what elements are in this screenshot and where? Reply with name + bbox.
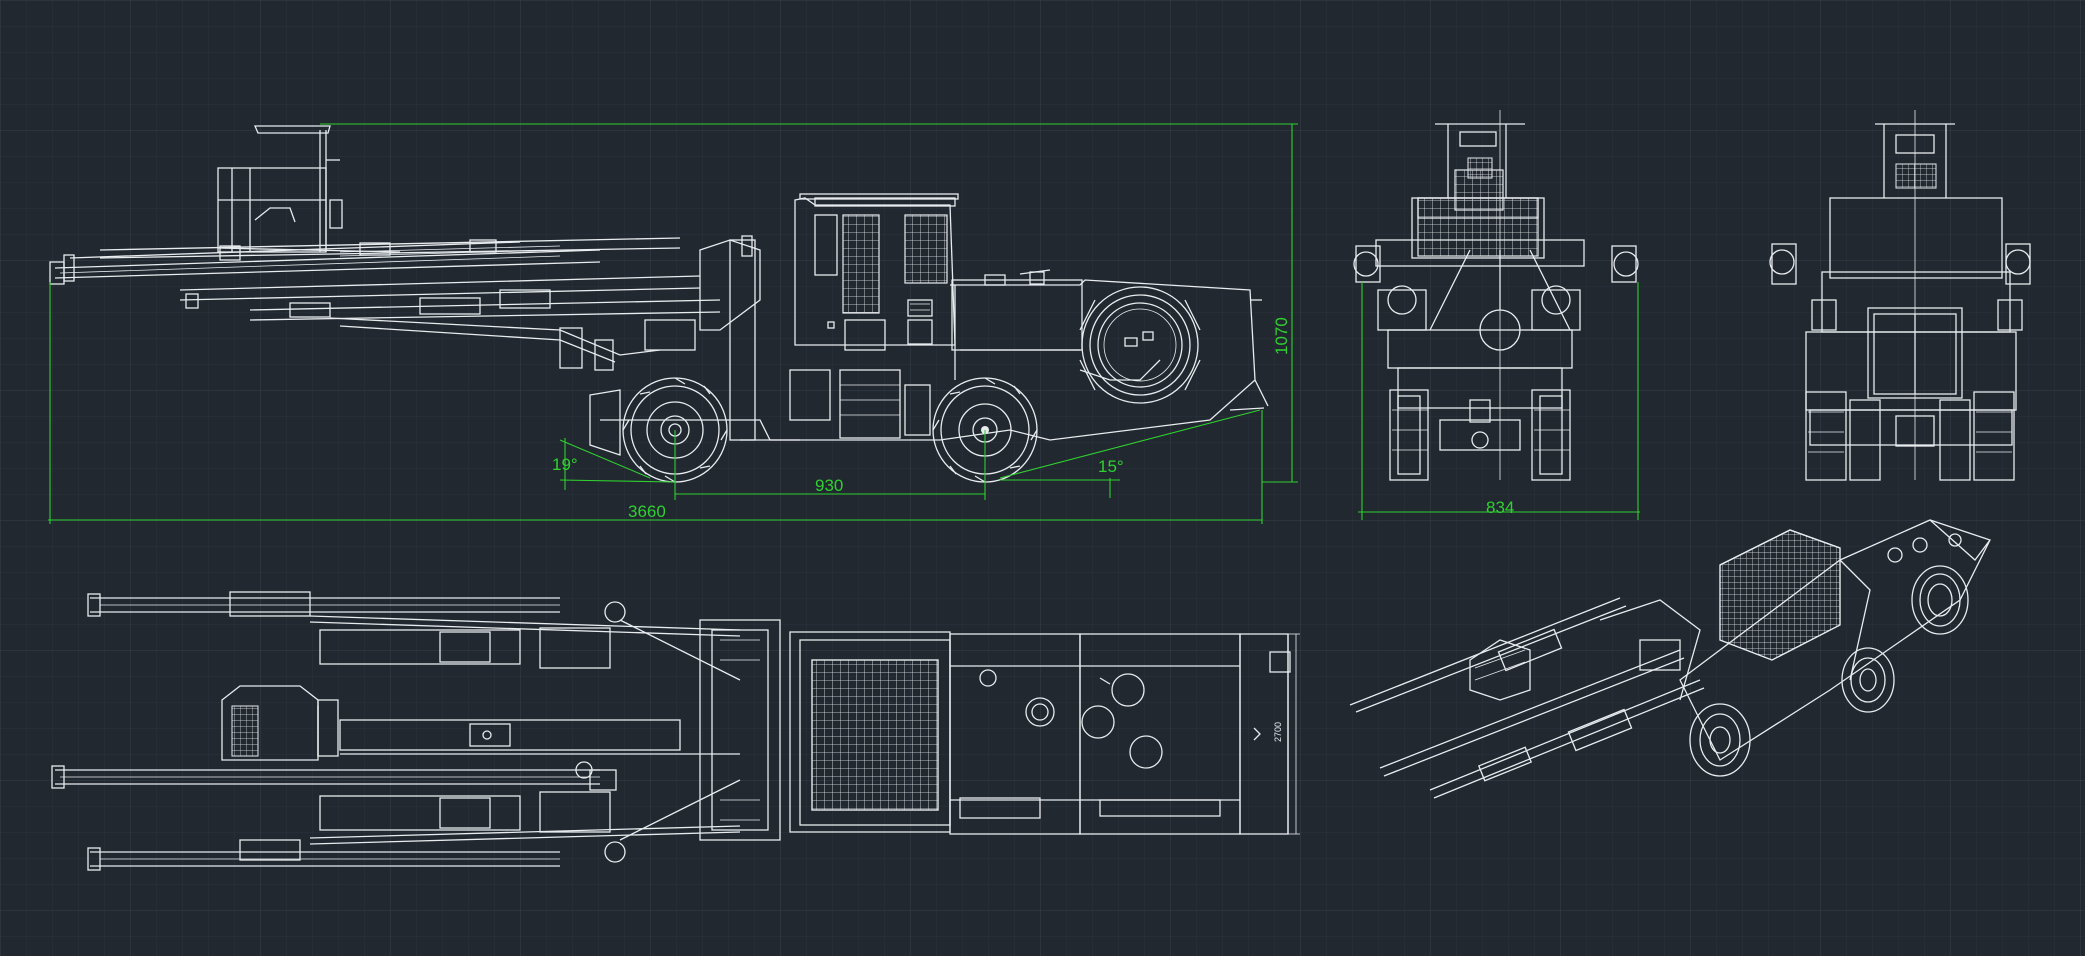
side-view: 3660 930 1070 19° 15°: [48, 123, 1298, 524]
dim-height: 1070: [1272, 317, 1291, 355]
rear-view: [1769, 110, 2031, 481]
side-view-dimensions: [48, 123, 1298, 524]
isometric-booms: [1349, 597, 1705, 799]
dim-width: 834: [1486, 498, 1514, 517]
dim-approach-angle: 19°: [552, 455, 578, 474]
plan-view-upper-boom: [87, 591, 741, 681]
plan-view-basket: [221, 685, 339, 761]
isometric-rear-wheel: [1841, 647, 1895, 713]
front-view: 834: [1353, 110, 1640, 520]
side-view-front-wheel: [622, 377, 728, 483]
plan-width-label: 2700: [1273, 722, 1283, 742]
plan-view-middle-boom: [51, 719, 740, 791]
dim-wheelbase: 930: [815, 476, 843, 495]
isometric-front-wheel: [1689, 703, 1751, 777]
side-view-cable-reel: [1079, 286, 1201, 404]
dim-overall-length: 3660: [628, 502, 666, 521]
side-view-work-basket: [217, 125, 401, 253]
plan-view: 2700: [51, 591, 1300, 871]
side-view-chassis: [600, 269, 1269, 441]
side-view-cabin: [794, 193, 959, 351]
plan-view-lower-boom: [87, 779, 741, 871]
dim-departure-angle: 15°: [1098, 457, 1124, 476]
side-view-booms: [49, 235, 761, 441]
isometric-view: [1349, 519, 1991, 799]
